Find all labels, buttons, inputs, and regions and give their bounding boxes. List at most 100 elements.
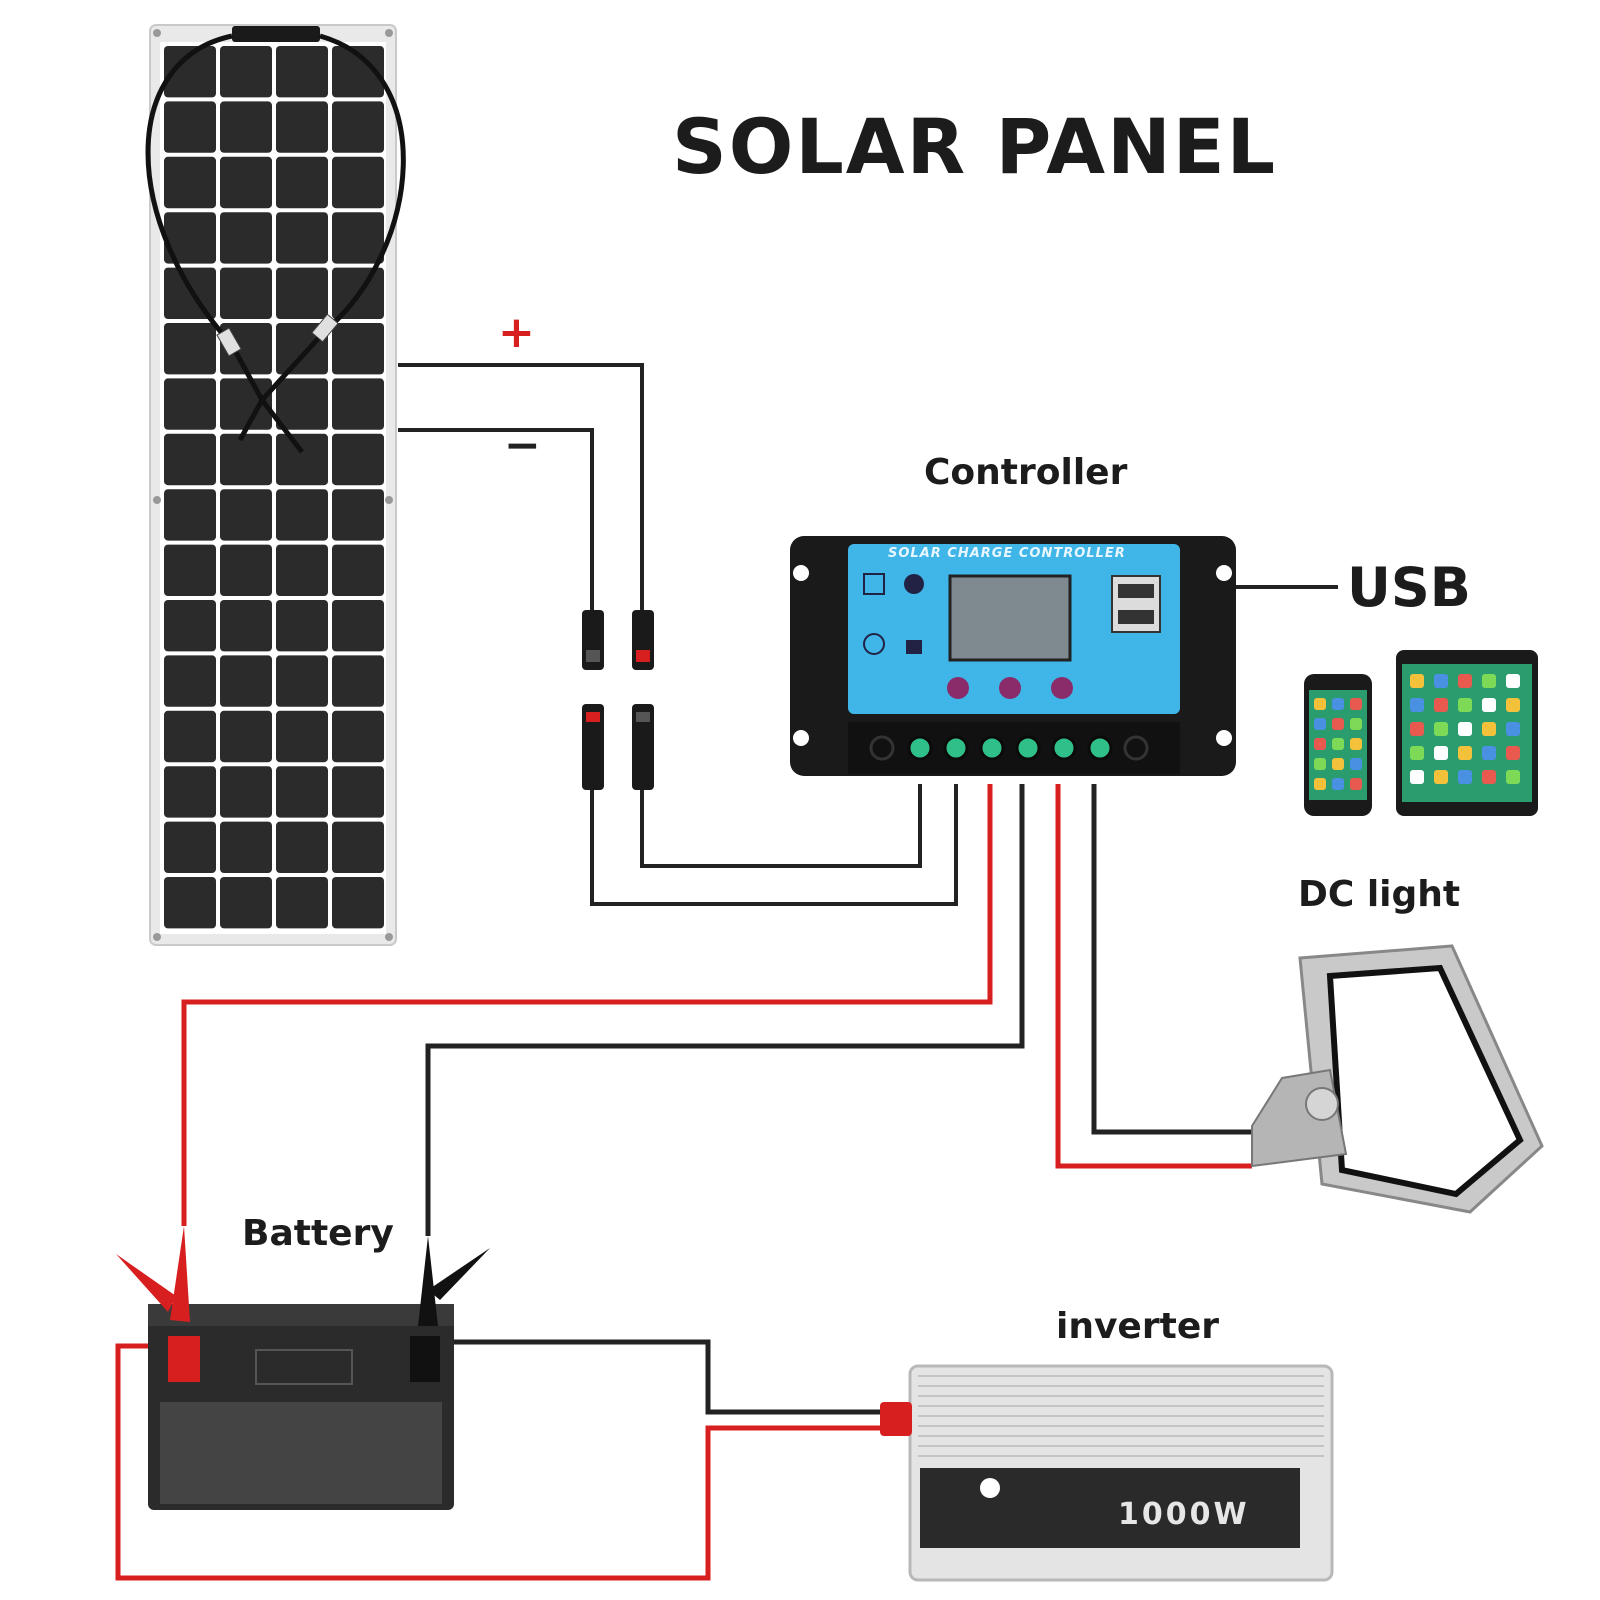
clamp-icon — [116, 1226, 490, 1326]
solar-cell — [220, 766, 272, 818]
app-icon — [1350, 778, 1362, 790]
load-wires — [1055, 784, 1252, 1169]
solar-cell — [220, 600, 272, 652]
solar-cell — [220, 46, 272, 98]
solar-cell — [332, 433, 384, 486]
panel-negative-wire — [398, 428, 594, 610]
solar-cell — [220, 212, 272, 264]
controller-face-text: SOLAR CHARGE CONTROLLER — [888, 546, 1126, 561]
screw-terminal — [943, 735, 969, 761]
app-icon — [1458, 746, 1472, 760]
negative-sign: − — [504, 420, 541, 471]
app-icon — [1482, 722, 1496, 736]
solar-cell — [276, 655, 328, 707]
solar-cell — [332, 710, 384, 763]
app-icon — [1506, 722, 1520, 736]
solar-cell — [220, 544, 272, 596]
solar-cell — [164, 212, 216, 264]
app-icon — [1332, 778, 1344, 790]
solar-cell — [276, 378, 328, 430]
inverter-icon — [880, 1364, 1334, 1582]
app-icon — [1434, 722, 1448, 736]
solar-cell — [276, 489, 328, 541]
solar-cell — [332, 323, 384, 375]
inverter-face-text: 1000W — [1118, 1497, 1250, 1532]
app-icon — [1482, 674, 1496, 688]
inverter-label: inverter — [1056, 1306, 1219, 1347]
solar-cell — [220, 877, 272, 929]
app-icon — [1410, 674, 1424, 688]
app-icon — [1314, 718, 1326, 730]
app-icon — [1482, 770, 1496, 784]
dc-light-label: DC light — [1298, 874, 1461, 915]
screw-terminal — [979, 735, 1005, 761]
app-icon — [1314, 758, 1326, 770]
app-icon — [1410, 722, 1424, 736]
solar-cell — [220, 710, 272, 763]
app-icon — [1332, 718, 1344, 730]
controller-pv-wires — [590, 784, 958, 906]
app-icon — [1434, 746, 1448, 760]
app-icon — [1434, 698, 1448, 712]
solar-cell — [332, 489, 384, 541]
solar-cell — [164, 877, 216, 929]
solar-cell — [276, 877, 328, 929]
app-icon — [1350, 698, 1362, 710]
solar-cell — [164, 544, 216, 596]
solar-cell — [220, 655, 272, 707]
app-icon — [1410, 698, 1424, 712]
terminal-cap — [869, 735, 895, 761]
solar-cell — [276, 600, 328, 652]
app-icon — [1350, 758, 1362, 770]
app-icon — [1506, 746, 1520, 760]
usb-label: USB — [1347, 556, 1471, 619]
solar-cell — [164, 433, 216, 486]
solar-cell — [276, 544, 328, 596]
diagram-title: SOLAR PANEL — [672, 102, 1278, 191]
charge-controller-icon — [790, 536, 1236, 776]
solar-cell — [164, 710, 216, 763]
solar-cell — [332, 821, 384, 873]
screw-terminal — [907, 735, 933, 761]
app-icon — [1350, 718, 1362, 730]
solar-cell — [164, 600, 216, 652]
tablet-icon — [1396, 650, 1538, 816]
inverter-wires — [115, 1339, 888, 1581]
app-icon — [1458, 770, 1472, 784]
battery-icon — [148, 1304, 454, 1510]
solar-cell — [332, 378, 384, 430]
solar-cell — [276, 212, 328, 264]
app-icon — [1314, 698, 1326, 710]
positive-sign: + — [498, 307, 535, 358]
app-icon — [1434, 674, 1448, 688]
battery-label: Battery — [242, 1213, 394, 1254]
solar-cell — [332, 655, 384, 707]
floodlight-icon — [1251, 944, 1544, 1214]
solar-cell — [276, 821, 328, 873]
app-icon — [1350, 738, 1362, 750]
solar-cell — [164, 766, 216, 818]
solar-cell — [220, 101, 272, 153]
solar-cell — [276, 710, 328, 763]
app-icon — [1506, 698, 1520, 712]
solar-cell — [164, 655, 216, 707]
solar-cell — [220, 433, 272, 486]
controller-label: Controller — [924, 452, 1128, 493]
solar-cell — [276, 101, 328, 153]
app-icon — [1506, 770, 1520, 784]
solar-cell — [332, 101, 384, 153]
panel-positive-wire — [398, 363, 644, 610]
solar-cell — [164, 821, 216, 873]
terminal-cap — [1123, 735, 1149, 761]
solar-cell — [164, 101, 216, 153]
app-icon — [1332, 738, 1344, 750]
solar-cell — [332, 544, 384, 596]
screw-terminal — [1051, 735, 1077, 761]
solar-cell — [332, 46, 384, 98]
app-icon — [1458, 722, 1472, 736]
solar-panel-icon — [145, 24, 406, 946]
smartphone-icon — [1304, 674, 1372, 816]
solar-cell — [220, 267, 272, 319]
solar-cell — [164, 267, 216, 319]
